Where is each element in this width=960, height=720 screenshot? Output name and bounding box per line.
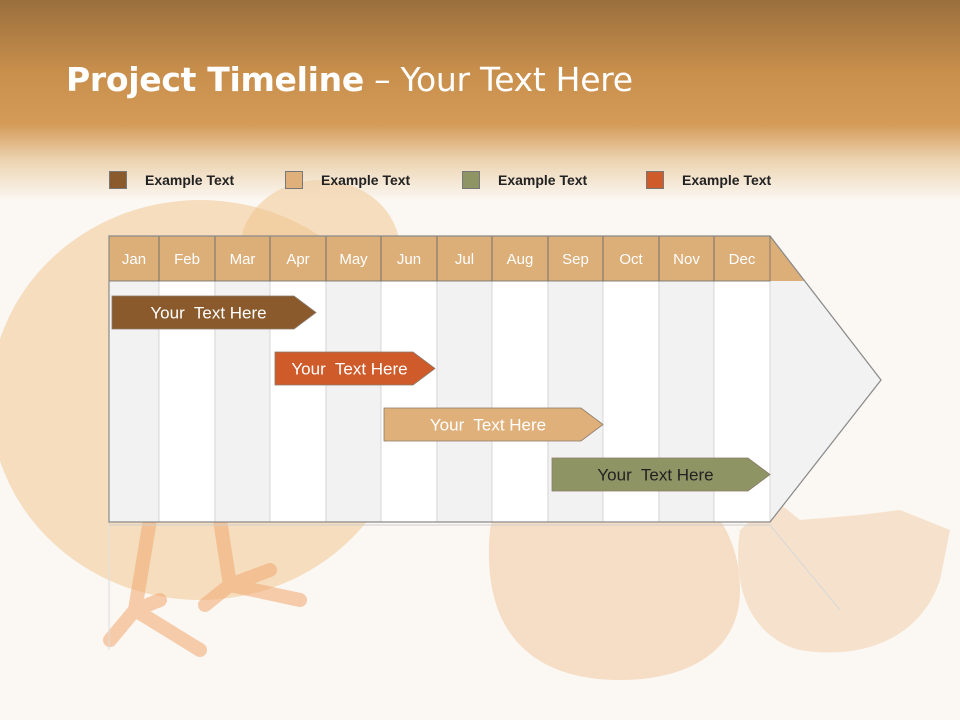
task-label: Your Text Here bbox=[430, 416, 546, 435]
task-arrow bbox=[551, 457, 771, 492]
page-title: Project Timeline – Your Text Here bbox=[66, 60, 633, 99]
timeline-arrow-head bbox=[770, 281, 881, 522]
task-label: Your Text Here bbox=[150, 304, 266, 323]
task-label: Your Text Here bbox=[291, 360, 407, 379]
legend-label: Example Text bbox=[321, 172, 411, 188]
legend-label: Example Text bbox=[682, 172, 772, 188]
month-column bbox=[491, 280, 549, 523]
legend-swatch bbox=[462, 171, 480, 189]
month-label: Aug bbox=[507, 251, 534, 268]
month-label: Dec bbox=[729, 251, 756, 268]
reflection-line bbox=[769, 524, 841, 611]
month-label: Apr bbox=[286, 251, 309, 268]
month-label: Jul bbox=[455, 251, 474, 268]
month-column bbox=[380, 280, 438, 523]
month-label: Feb bbox=[174, 251, 200, 268]
task-arrow bbox=[274, 351, 436, 386]
title-main: Project Timeline bbox=[66, 60, 364, 99]
task-arrow bbox=[383, 407, 604, 442]
timeline-outline bbox=[108, 235, 882, 523]
header-band bbox=[0, 0, 960, 200]
month-label: Sep bbox=[562, 251, 589, 268]
task-label: Your Text Here bbox=[597, 466, 713, 485]
month-header-band bbox=[109, 236, 804, 281]
month-column bbox=[325, 280, 382, 523]
month-label: Jun bbox=[397, 251, 421, 268]
legend-label: Example Text bbox=[145, 172, 235, 188]
month-label: May bbox=[339, 251, 368, 268]
legend-swatch bbox=[646, 171, 664, 189]
task-arrow bbox=[111, 295, 317, 330]
legend-swatch bbox=[109, 171, 127, 189]
legend-label: Example Text bbox=[498, 172, 588, 188]
month-label: Oct bbox=[619, 251, 643, 268]
legend-swatch bbox=[285, 171, 303, 189]
month-label: Jan bbox=[122, 251, 146, 268]
title-rest: – Your Text Here bbox=[363, 60, 633, 99]
month-column bbox=[436, 280, 493, 523]
month-label: Nov bbox=[673, 251, 700, 268]
month-label: Mar bbox=[230, 251, 256, 268]
